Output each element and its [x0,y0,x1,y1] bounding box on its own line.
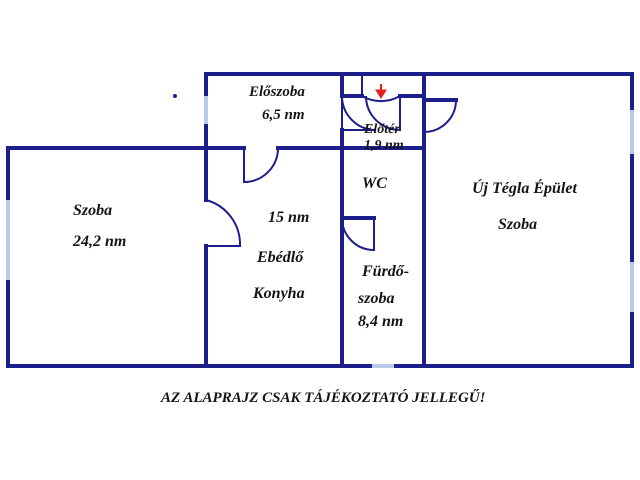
door-entrance [361,76,401,103]
marker-dot [173,94,177,98]
door-eloszoba-ebedlo [243,147,279,184]
door-szoba-ebedlo [205,199,242,247]
window-bottom-bath [372,364,394,368]
door-ebedlo-furdo [341,217,375,252]
window-left [6,200,10,280]
label-ebedlo-line1: Ebédlő [256,249,304,266]
window-right-upper [630,110,634,154]
label-furdo-line2: szoba [357,290,394,307]
label-ebedlo-area: 15 nm [268,209,309,226]
label-szoba-left: Szoba [73,202,112,219]
label-furdo-area: 8,4 nm [358,313,403,330]
label-uj-tegla-szoba: Szoba [498,216,537,233]
walls [6,72,634,368]
door-eloszoba-eloter [341,95,377,131]
label-eloszoba: Előszoba [248,84,305,100]
label-eloter-area: 1,9 nm [364,138,404,153]
disclaimer-text: AZ ALAPRAJZ CSAK TÁJÉKOZTATÓ JELLEGŰ! [160,389,486,406]
window-right-lower [630,262,634,312]
door-eloter-right [423,99,458,133]
door-swings [205,76,458,252]
label-eloter: Előtér [363,122,400,137]
label-szoba-left-area: 24,2 nm [72,233,126,250]
label-furdo-line1: Fürdő- [361,263,409,280]
label-uj-tegla-title: Új Tégla Épület [472,178,577,197]
entrance-arrow-icon [375,84,387,99]
window-eloszoba-left [204,96,208,124]
label-eloszoba-area: 6,5 nm [262,107,305,123]
door-entrance-leaf [365,95,401,132]
label-ebedlo-line2: Konyha [252,285,305,302]
windows [6,96,634,368]
label-wc: WC [362,175,387,192]
